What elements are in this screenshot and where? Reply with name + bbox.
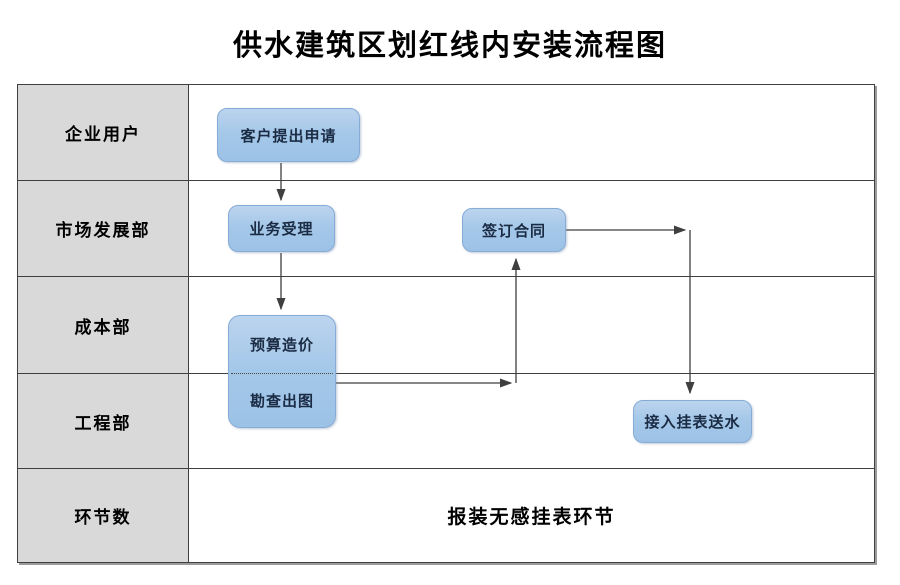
- swimlane-table: 企业用户 市场发展部 成本部 工程部 环节数 报装无感挂表环节: [17, 84, 875, 563]
- lane-label-enterprise-user: 企业用户: [18, 85, 189, 180]
- lane-row-cost-dept: 成本部: [18, 277, 874, 374]
- node-budget-pricing: 预算造价: [249, 338, 314, 354]
- lane-row-enterprise-user: 企业用户: [18, 85, 874, 181]
- node-survey-drawing: 勘查出图: [249, 394, 314, 410]
- node-business-acceptance: 业务受理: [228, 205, 335, 252]
- node-budget-survey-group: 预算造价 勘查出图: [228, 315, 336, 428]
- lane-label-market-dev: 市场发展部: [18, 181, 189, 276]
- lane-label-step-count: 环节数: [18, 469, 189, 562]
- node-connect-meter-water: 接入挂表送水: [633, 400, 752, 443]
- page-title: 供水建筑区划红线内安装流程图: [232, 30, 667, 62]
- lane-row-market-dev: 市场发展部: [18, 181, 874, 277]
- lane-row-engineering-dept: 工程部: [18, 374, 874, 469]
- lane-divider-dotted: [231, 373, 333, 374]
- node-customer-application: 客户提出申请: [217, 108, 360, 162]
- lane-label-engineering-dept: 工程部: [18, 374, 189, 468]
- footer-step-text: 报装无感挂表环节: [447, 507, 616, 528]
- lane-row-step-count: 环节数 报装无感挂表环节: [18, 469, 874, 562]
- node-sign-contract: 签订合同: [462, 208, 566, 252]
- lane-label-cost-dept: 成本部: [18, 277, 189, 373]
